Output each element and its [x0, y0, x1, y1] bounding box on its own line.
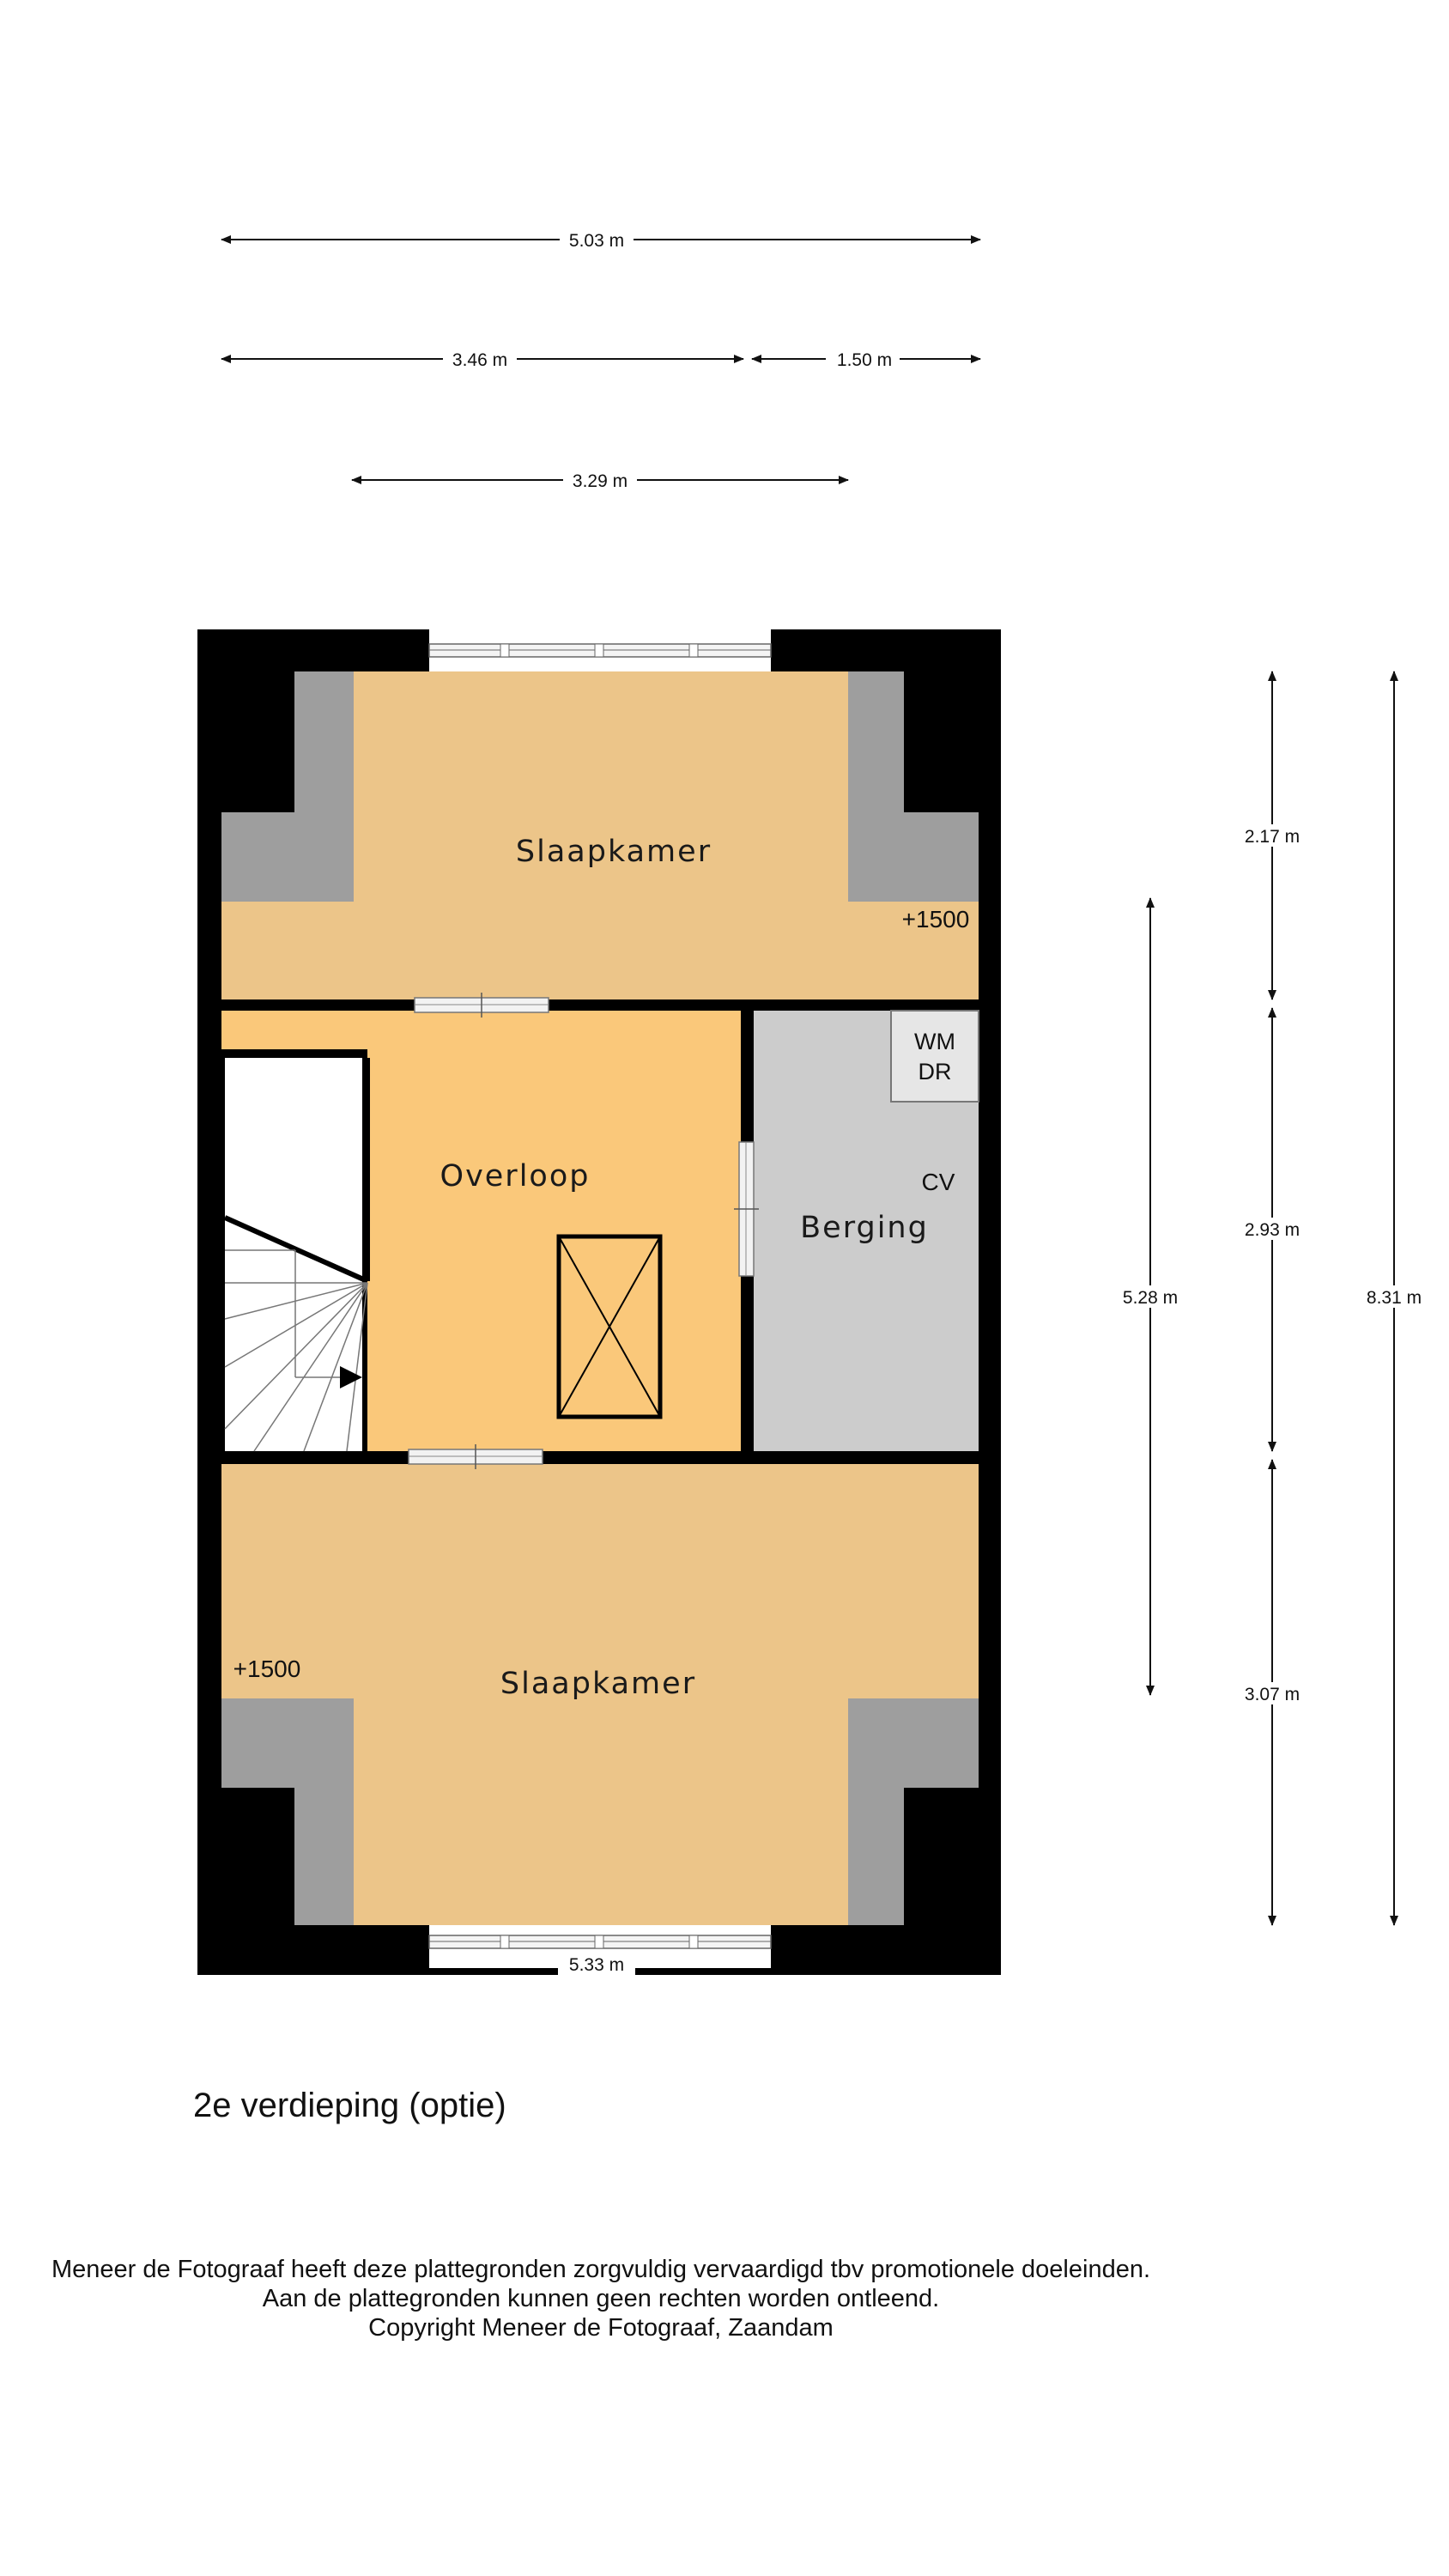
height-label-top: +1500: [902, 906, 970, 933]
dimension-label: 5.28 m: [1123, 1288, 1178, 1308]
room-top-bedroom: [221, 671, 979, 999]
washer-dryer: WM DR: [890, 1010, 979, 1103]
dryer-label: DR: [919, 1059, 952, 1084]
stairs: [221, 1049, 370, 1453]
dimension-label: 2.17 m: [1245, 827, 1300, 847]
dimension-label: 1.50 m: [837, 350, 892, 370]
disclaimer-line: Aan de plattegronden kunnen geen rechten…: [262, 2285, 940, 2312]
slope-zone: [294, 671, 354, 812]
dimension-label: 3.29 m: [573, 471, 627, 491]
dimension-right-seg-2: 2.93 m: [1234, 1007, 1310, 1452]
dimension-top-right: 1.50 m: [751, 348, 981, 370]
dimension-bottom-width: 5.33 m: [569, 1955, 624, 1975]
window-top: [428, 629, 772, 671]
slope-zone: [221, 812, 354, 902]
room-label-storage: Berging: [800, 1211, 929, 1245]
door-storage: [734, 1141, 759, 1277]
washer-label: WM: [914, 1029, 955, 1054]
slope-zone: [848, 1788, 904, 1925]
slope-zone: [294, 1788, 354, 1925]
slope-zone: [848, 1698, 979, 1788]
copyright-line: Copyright Meneer de Fotograaf, Zaandam: [368, 2314, 834, 2342]
dimension-top-total: 5.03 m: [221, 228, 981, 251]
door-bottom-bedroom: [408, 1444, 543, 1469]
dimension-right-total: 8.31 m: [1356, 671, 1432, 1926]
room-label-bottom-bedroom: Slaapkamer: [500, 1667, 696, 1701]
dimension-label: 2.93 m: [1245, 1220, 1300, 1240]
dimension-top-left: 3.46 m: [221, 348, 744, 370]
dimension-label: 8.31 m: [1367, 1288, 1422, 1308]
dimension-top-inner: 3.29 m: [351, 469, 849, 491]
disclaimer-line: Meneer de Fotograaf heeft deze plattegro…: [51, 2256, 1151, 2283]
dimension-label: 3.07 m: [1245, 1685, 1300, 1704]
room-bottom-bedroom: [221, 1464, 979, 1925]
dimension-label: 5.03 m: [569, 231, 624, 251]
slope-zone: [848, 812, 979, 902]
room-label-landing: Overloop: [440, 1159, 591, 1194]
boiler-label: CV: [922, 1169, 955, 1195]
dimension-right-inner: 5.28 m: [1113, 897, 1188, 1696]
room-label-top-bedroom: Slaapkamer: [516, 835, 712, 869]
height-label-bottom: +1500: [233, 1656, 301, 1682]
disclaimer-footer: Meneer de Fotograaf heeft deze plattegro…: [0, 2255, 1202, 2342]
roof-hatch: [556, 1234, 663, 1419]
dimension-right-seg-3: 3.07 m: [1234, 1459, 1310, 1926]
floor-title: 2e verdieping (optie): [193, 2087, 506, 2124]
door-top-bedroom: [414, 993, 549, 1018]
dimension-label: 3.46 m: [452, 350, 507, 370]
slope-zone: [221, 1698, 354, 1788]
dimension-right-seg-1: 2.17 m: [1234, 671, 1310, 1000]
slope-zone: [848, 671, 904, 812]
stairs-direction-icon: [340, 1366, 362, 1388]
